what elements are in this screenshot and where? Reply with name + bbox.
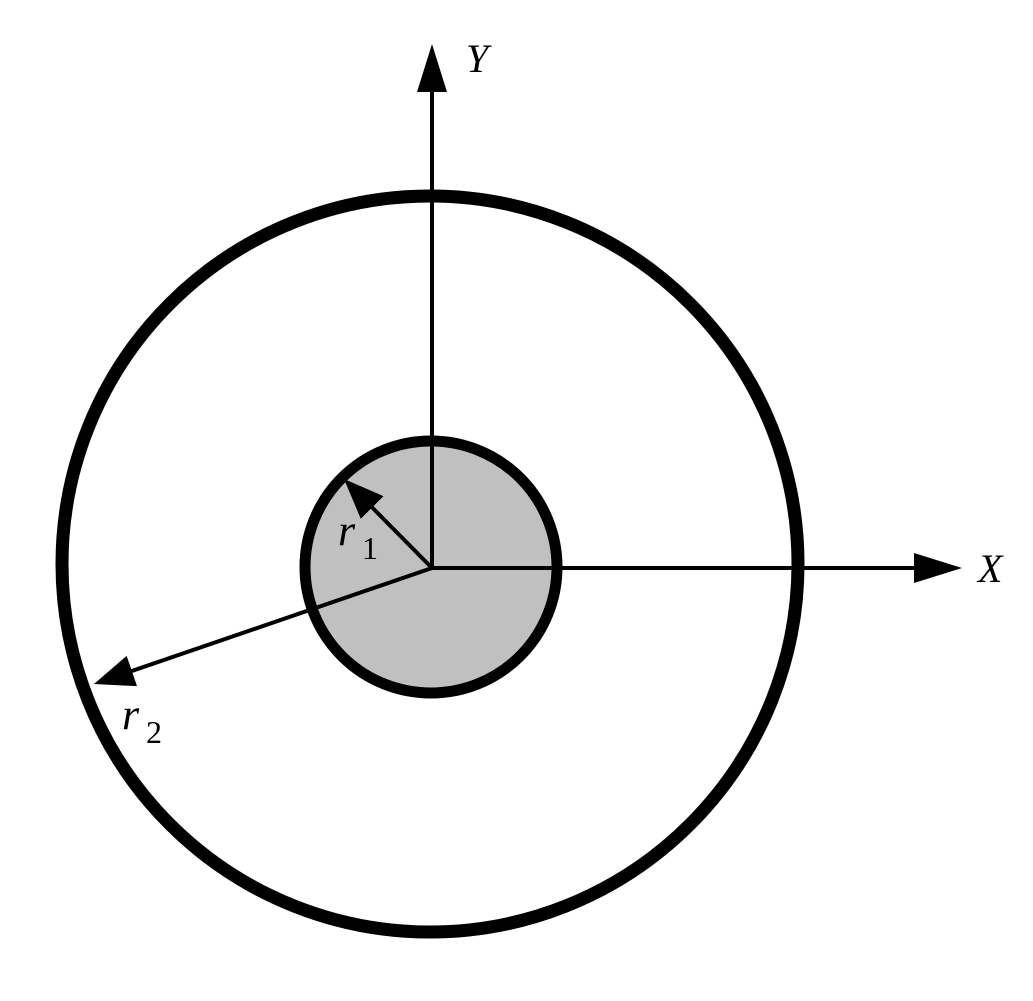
x-axis-label: X xyxy=(976,546,1004,591)
y-axis-label: Y xyxy=(466,36,492,81)
r2-label: r 2 xyxy=(122,690,162,750)
r1-label: r 1 xyxy=(338,506,378,566)
r2-label-variable: r xyxy=(122,690,140,739)
r1-arrowhead xyxy=(344,479,384,519)
r2-arrowhead xyxy=(94,655,138,687)
x-axis-arrowhead xyxy=(914,553,962,583)
y-axis-arrowhead xyxy=(417,44,447,92)
r1-label-variable: r xyxy=(338,506,356,555)
r2-radius-line xyxy=(114,566,433,679)
r1-label-subscript: 1 xyxy=(362,530,378,566)
r2-label-subscript: 2 xyxy=(146,714,162,750)
